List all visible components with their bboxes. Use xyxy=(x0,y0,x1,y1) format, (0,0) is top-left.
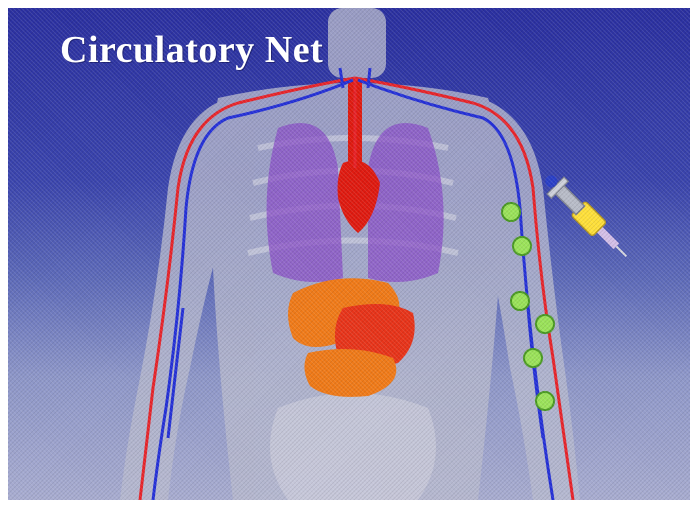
particle-6 xyxy=(536,392,554,410)
particle-1 xyxy=(502,203,520,221)
syringe-icon xyxy=(539,169,635,265)
particle-3 xyxy=(511,292,529,310)
anatomy-scene xyxy=(8,8,690,500)
particle-2 xyxy=(513,237,531,255)
pelvis xyxy=(270,393,436,500)
slide-title: Circulatory Net xyxy=(60,28,323,72)
particle-5 xyxy=(524,349,542,367)
circulatory-illustration: Circulatory Net xyxy=(8,8,690,500)
particle-4 xyxy=(536,315,554,333)
